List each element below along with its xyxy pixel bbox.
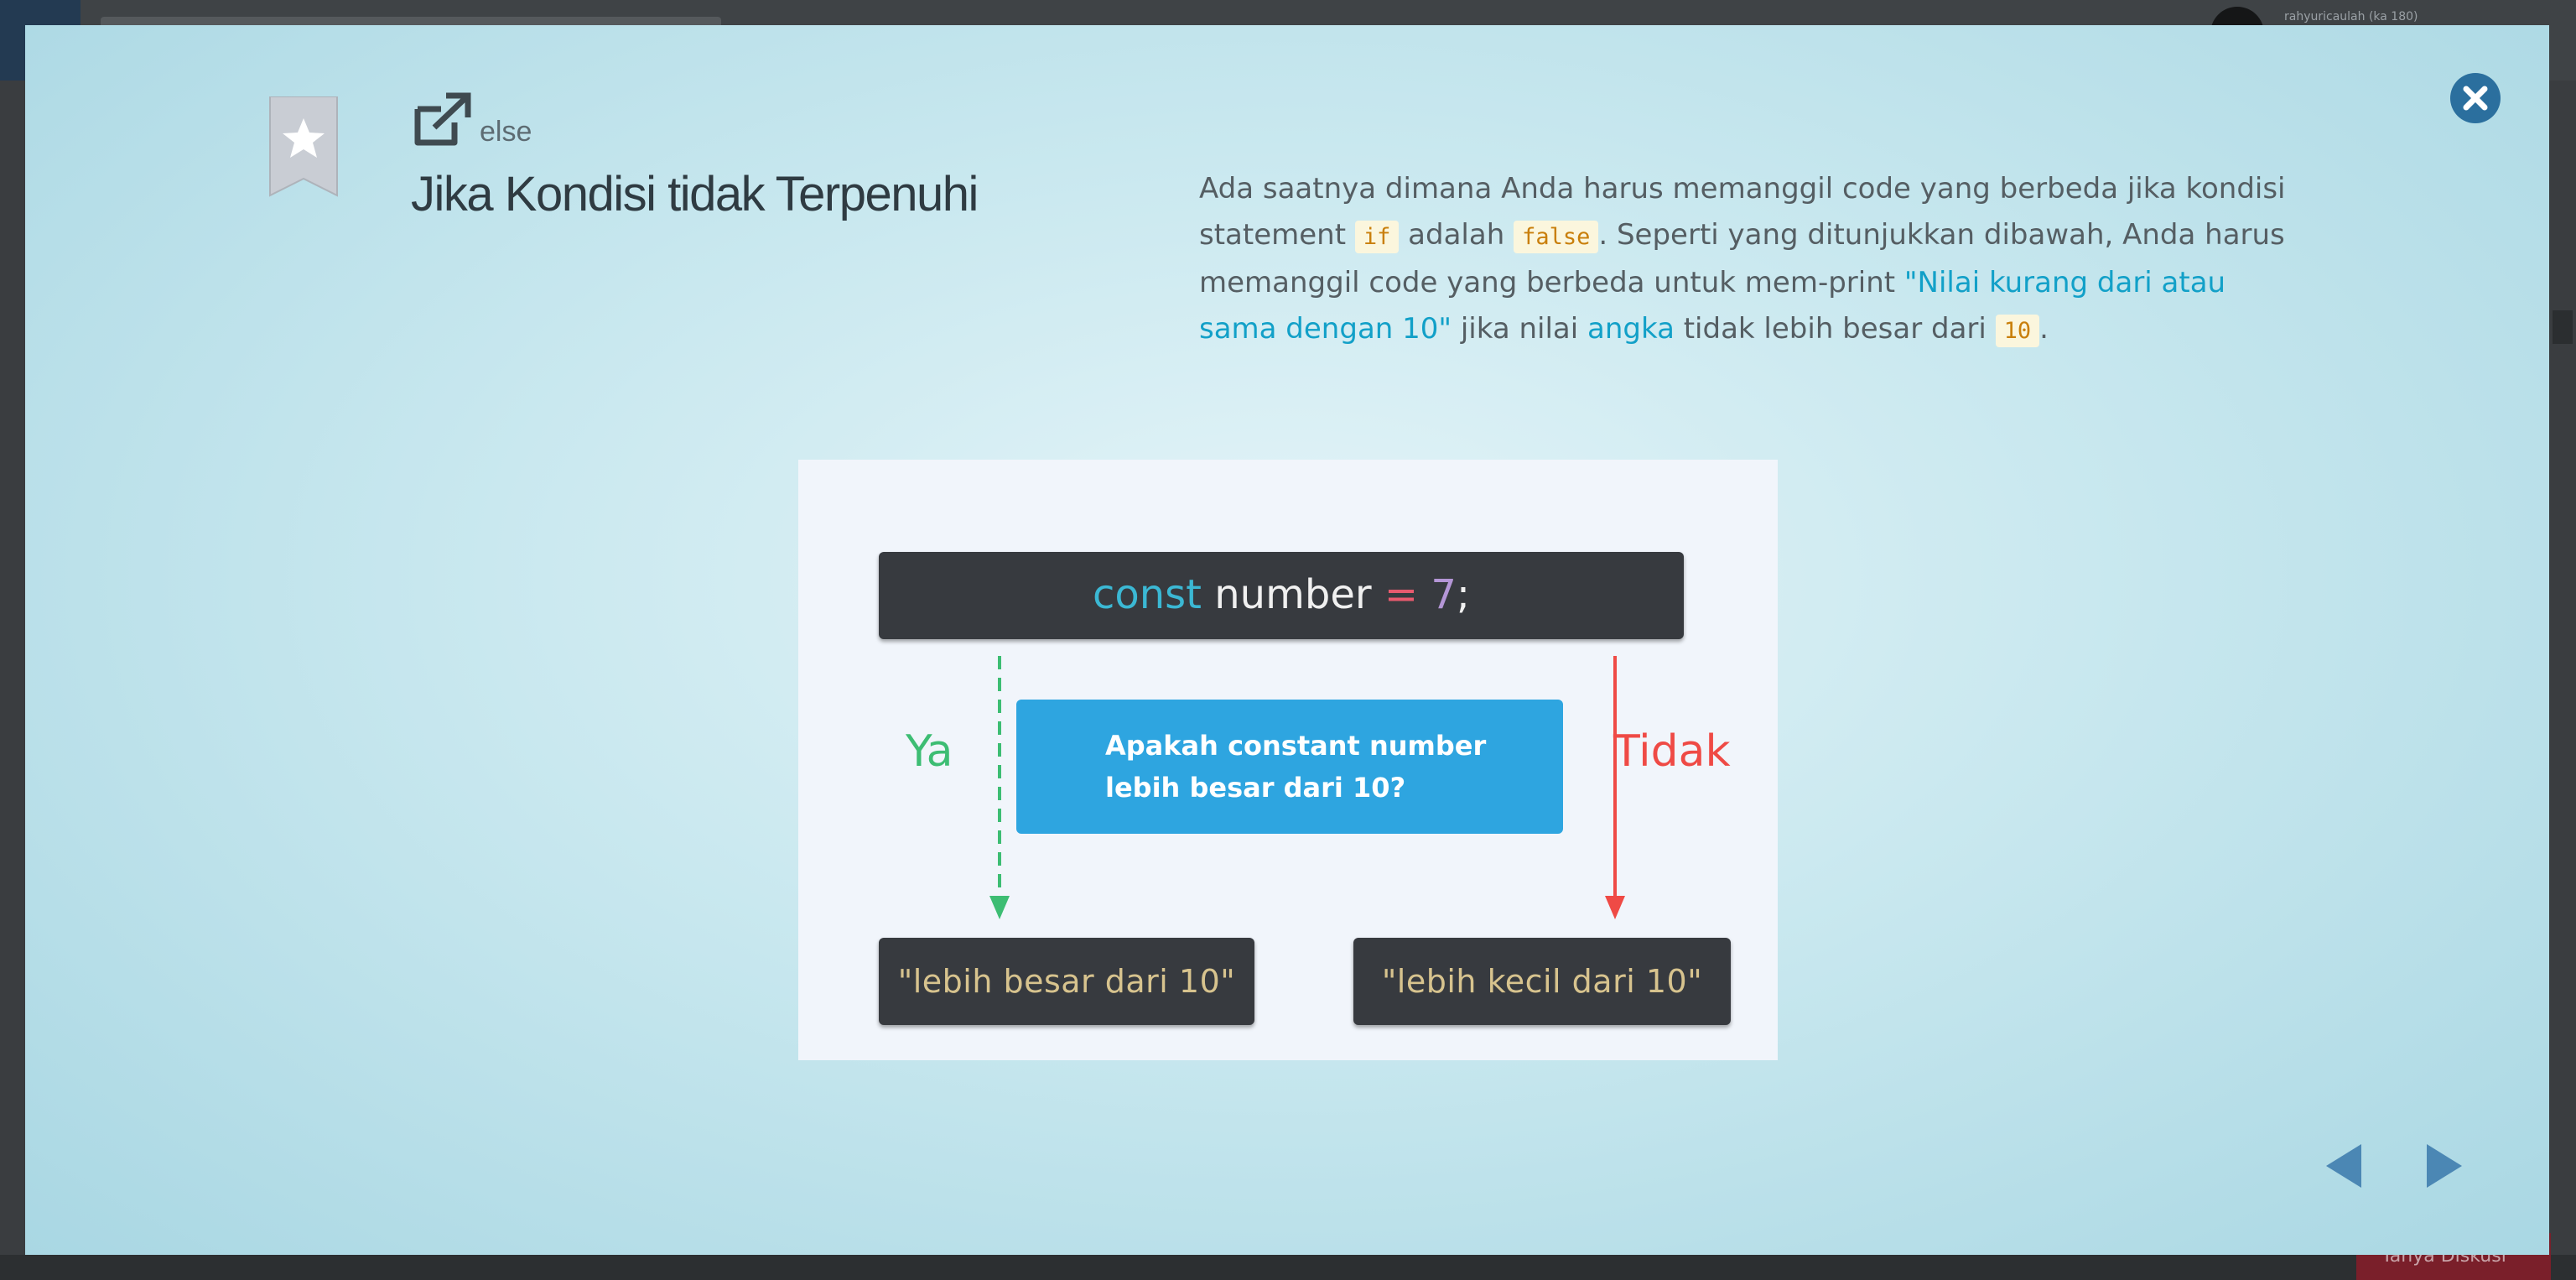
condition-line-2: lebih besar dari 10? <box>1105 772 1406 804</box>
code-operator: = <box>1384 571 1419 618</box>
code-statement: const number = 7; <box>879 552 1684 639</box>
inline-code: false <box>1514 221 1599 253</box>
yes-result-box: "lebih besar dari 10" <box>879 938 1254 1025</box>
page-title: Jika Kondisi tidak Terpenuhi <box>411 167 979 221</box>
highlight-text: angka <box>1587 312 1675 346</box>
code-keyword: const <box>1092 571 1202 618</box>
yes-label: Ya <box>906 726 953 777</box>
breadcrumb: else <box>480 116 532 148</box>
desc-text: . <box>2039 312 2049 346</box>
desc-text: adalah <box>1399 218 1514 252</box>
code-semicolon: ; <box>1456 571 1471 618</box>
condition-line-1: Apakah constant number <box>1105 730 1487 762</box>
desc-text: jika nilai <box>1452 312 1588 346</box>
flow-arrows <box>989 656 1625 919</box>
inline-code: if <box>1354 221 1400 253</box>
desc-text: Ada saatnya dimana Anda harus memanggil … <box>1199 172 2286 252</box>
highlight-text: "Nilai kurang dari atau sama dengan 10" <box>1199 266 2226 346</box>
background-scrollbar <box>2553 310 2573 344</box>
desc-text: . Seperti yang ditunjukkan dibawah, Anda… <box>1199 218 2285 299</box>
external-link-icon[interactable] <box>413 91 473 146</box>
condition-box: Apakah constant number lebih besar dari … <box>1016 700 1563 834</box>
lesson-description: Ada saatnya dimana Anda harus memanggil … <box>1199 166 2306 354</box>
yes-arrowhead <box>989 896 1010 919</box>
code-variable: number <box>1201 571 1384 618</box>
no-result-box: "lebih kecil dari 10" <box>1353 938 1731 1025</box>
flow-diagram: const number = 7; Ya Apakah constant num… <box>798 460 1778 1060</box>
desc-text: tidak lebih besar dari <box>1674 312 1996 346</box>
lesson-modal: else Jika Kondisi tidak Terpenuhi Ada sa… <box>25 25 2549 1255</box>
code-value: 7 <box>1418 571 1457 618</box>
bookmark-star-icon[interactable] <box>268 96 339 197</box>
no-label: Tidak <box>1613 726 1731 777</box>
no-arrowhead <box>1605 896 1625 919</box>
arrow-right-icon[interactable] <box>2423 1141 2465 1191</box>
background-username: rahyuricaulah (ka 180) <box>2284 10 2418 23</box>
background-bottom-bar <box>0 1255 2576 1280</box>
arrow-left-icon[interactable] <box>2323 1141 2365 1191</box>
inline-code: 10 <box>1995 315 2040 347</box>
close-icon[interactable] <box>2449 71 2502 125</box>
